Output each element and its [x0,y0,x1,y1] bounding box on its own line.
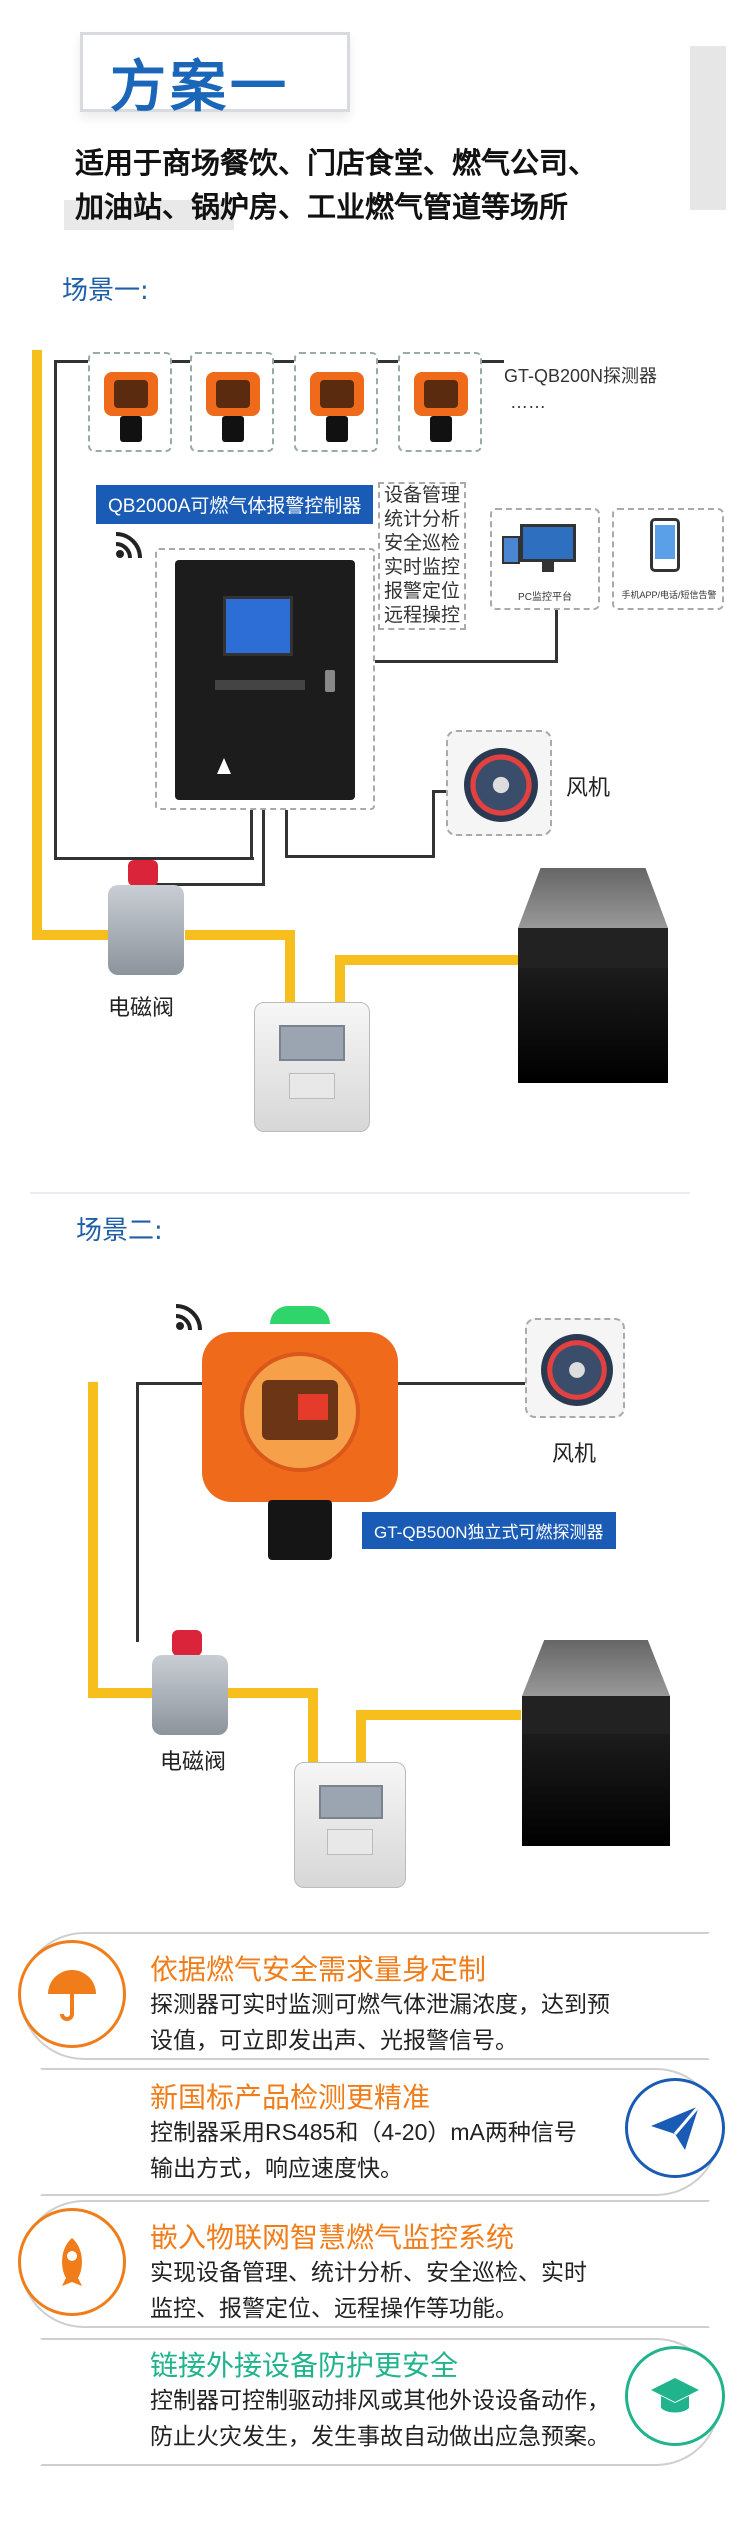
function-item: 报警定位 [383,581,460,602]
valve-label: 电磁阀 [108,995,175,1020]
section-divider [30,1192,690,1194]
feature-body-line: 控制器采用RS485和（4-20）mA两种信号 [150,2119,577,2145]
monitor-icon [502,536,520,564]
signal-wire [345,660,555,663]
pc-platform-card: PC监控平台 [490,508,600,610]
gas-pipe [335,955,520,965]
gas-detector [294,352,378,452]
signal-wire [136,1382,226,1385]
gas-pipe [356,1710,521,1720]
function-item: 远程操控 [383,605,460,626]
solenoid-valve [128,860,158,886]
gas-pipe [88,1382,98,1692]
gas-detector [190,352,274,452]
feature-title: 依据燃气安全需求量身定制 [150,1953,487,1986]
decorative-bar [690,46,726,210]
solenoid-valve [108,885,184,975]
function-item: 设备管理 [383,485,460,506]
valve-label: 电磁阀 [160,1749,227,1774]
pc-platform-label: PC监控平台 [518,592,572,603]
range-hood [522,1640,670,1696]
feature-body-line: 防止火灾发生，发生事故自动做出应急预案。 [150,2423,610,2449]
graduation-cap-icon [625,2346,725,2446]
solenoid-valve [152,1655,228,1735]
fan-label: 风机 [566,775,611,800]
scene-2-label: 场景二: [76,1216,163,1246]
umbrella-icon [18,1940,126,2048]
signal-wire [54,360,504,363]
detector-model-label: GT-QB200N探测器 [504,366,658,386]
stove-cabinet [518,968,668,1083]
phone-icon [650,518,680,572]
solenoid-valve [172,1630,202,1656]
function-item: 安全巡检 [383,533,460,554]
gas-detector [88,352,172,452]
subtitle-line-1: 适用于商场餐饮、门店食堂、燃气公司、 [75,146,598,180]
signal-wire [54,360,57,860]
page-title: 方案一 [110,55,290,120]
feature-title: 链接外接设备防护更安全 [150,2349,459,2382]
feature-body-line: 设值，可立即发出声、光报警信号。 [150,2027,518,2053]
title-frame [80,32,350,112]
signal-wire [250,800,253,860]
alarm-controller [175,560,355,800]
feature-body-line: 控制器可控制驱动排风或其他外设设备动作， [150,2387,610,2413]
fan-icon [464,748,538,822]
mobile-app-label: 手机APP/电话/短信告警 [621,590,717,600]
detector-tag: GT-QB500N独立式可燃探测器 [362,1512,616,1549]
gas-meter [294,1762,406,1888]
scene-1-label: 场景一: [62,276,149,306]
gas-stove [518,928,668,968]
signal-wire [285,800,288,858]
feature-body-line: 输出方式，响应速度快。 [150,2155,403,2181]
gas-stove [522,1696,670,1734]
feature-body-line: 实现设备管理、统计分析、安全巡检、实时 [150,2259,587,2285]
gas-pipe [32,350,42,940]
detector-more-ellipsis: …… [510,392,546,412]
fan-card [525,1318,625,1418]
subtitle-highlight [64,200,234,230]
signal-wire [150,883,265,886]
fan-label: 风机 [552,1441,597,1466]
gas-pipe [32,930,122,940]
feature-title: 新国标产品检测更精准 [150,2081,431,2114]
gas-pipe [308,1688,318,1778]
wifi-icon [115,532,142,559]
signal-wire [432,790,435,858]
signal-wire [385,1382,525,1385]
signal-wire [555,610,558,663]
gas-pipe [356,1710,366,1778]
feature-body-line: 探测器可实时监测可燃气体泄漏浓度，达到预 [150,1991,610,2017]
function-item: 实时监控 [383,557,460,578]
signal-wire [136,1382,139,1642]
signal-wire [54,857,254,860]
gas-pipe [88,1688,163,1698]
gas-pipe [335,955,345,1015]
alarm-light [270,1306,330,1324]
fan-icon [541,1334,613,1406]
function-list: 设备管理 统计分析 安全巡检 实时监控 报警定位 远程操控 [378,482,466,630]
fan-card [446,730,552,836]
gas-pipe [285,930,295,1020]
signal-wire [262,800,265,885]
monitor-icon [520,524,576,562]
function-item: 统计分析 [383,509,460,530]
mobile-app-card: 手机APP/电话/短信告警 [612,508,724,610]
feature-body-line: 监控、报警定位、远程操作等功能。 [150,2295,518,2321]
rocket-icon [18,2208,126,2316]
signal-wire [285,855,435,858]
controller-tag: QB2000A可燃气体报警控制器 [96,485,374,524]
wifi-icon [175,1304,202,1331]
gas-pipe [228,1688,318,1698]
feature-title: 嵌入物联网智慧燃气监控系统 [150,2221,515,2254]
range-hood [518,868,668,928]
gas-detector [398,352,482,452]
stove-cabinet [522,1734,670,1846]
paper-plane-icon [625,2078,725,2178]
gas-pipe [185,930,295,940]
subtitle-line-2: 加油站、锅炉房、工业燃气管道等场所 [75,190,569,224]
sensor-head [268,1500,332,1560]
gas-meter [254,1002,370,1132]
standalone-detector [202,1332,398,1502]
